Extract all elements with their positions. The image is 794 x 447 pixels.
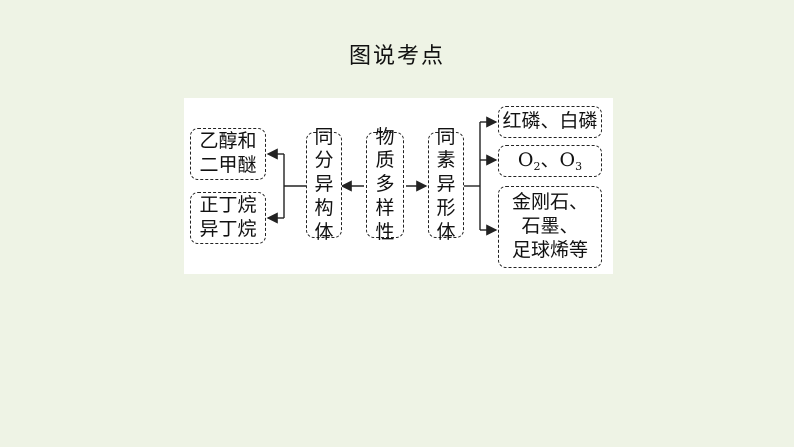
example-box-ethanol-dimethyl-ether: 乙醇和 二甲醚	[190, 128, 266, 180]
diagram-panel: 乙醇和 二甲醚 正丁烷 异丁烷 同分异构体 物质多样性 同素异形体 红磷、白磷 …	[184, 98, 613, 274]
label-char: 多	[375, 173, 395, 196]
example-box-red-white-phosphorus: 红磷、白磷	[498, 106, 602, 138]
label-char: 体	[314, 220, 334, 243]
label-char: 素	[436, 149, 456, 172]
label-char: 体	[436, 220, 456, 243]
branch-box-isomers: 同分异构体	[306, 126, 342, 243]
label-char: 分	[314, 149, 334, 172]
branch-box-allotropes: 同素异形体	[428, 126, 464, 243]
label-char: 物	[375, 125, 395, 148]
example-box-carbon-allotropes: 金刚石、 石墨、 足球烯等	[498, 186, 602, 268]
connector-lines	[266, 116, 498, 236]
label-char: 性	[375, 220, 395, 243]
label-char: 同	[436, 125, 456, 148]
label-char: 构	[314, 196, 334, 219]
label-char: 质	[375, 149, 395, 172]
example-box-butane-isobutane: 正丁烷 异丁烷	[190, 192, 266, 244]
label-char: 异	[314, 173, 334, 196]
label-char: 同	[314, 125, 334, 148]
example-box-oxygen-ozone: O2、O3	[498, 145, 602, 177]
page-title: 图说考点	[348, 44, 445, 69]
branch-label-allotropes: 同素异形体	[436, 126, 455, 245]
center-box-diversity: 物质多样性	[366, 126, 404, 243]
label-char: 异	[436, 173, 456, 196]
label-char: 形	[436, 196, 456, 219]
center-label-diversity: 物质多样性	[375, 126, 394, 245]
label-char: 样	[375, 196, 395, 219]
branch-label-isomers: 同分异构体	[314, 126, 333, 245]
